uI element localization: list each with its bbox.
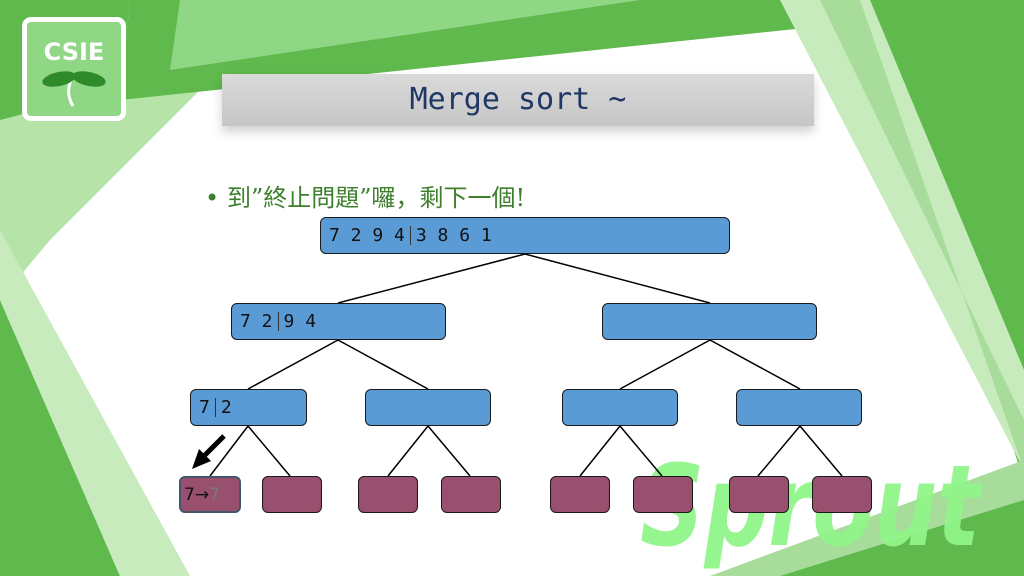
tree-leaf xyxy=(262,476,322,513)
sprout-icon xyxy=(42,71,106,107)
bullet-dot-icon: • xyxy=(205,184,220,212)
node-left-part: 7 xyxy=(199,397,210,418)
node-divider xyxy=(214,398,216,417)
bullet-text: 到”終止問題”囉，剩下一個! xyxy=(227,184,526,212)
tree-node-root: 7 2 9 4 3 8 6 1 xyxy=(320,217,730,254)
node-divider xyxy=(409,226,411,245)
title-bar: Merge sort ~ xyxy=(222,74,814,126)
bullet-point: •到”終止問題”囉，剩下一個! xyxy=(205,178,525,213)
tree-leaf xyxy=(441,476,501,513)
node-right-part: 3 8 6 1 xyxy=(415,225,492,246)
bg-top-light xyxy=(170,0,640,70)
slide-title: Merge sort ~ xyxy=(409,82,627,117)
bg-bottom-dark xyxy=(780,500,1024,576)
leaf-value: 7 xyxy=(184,484,195,505)
edge xyxy=(387,425,429,477)
logo-text: CSIE xyxy=(43,38,105,66)
watermark-text: Sprout xyxy=(640,442,983,572)
edge xyxy=(799,425,843,477)
tree-node-l2-4 xyxy=(736,389,862,426)
tree-node-l2-2 xyxy=(365,389,491,426)
tree-node-l1-right xyxy=(602,303,817,340)
edge xyxy=(247,339,339,390)
edge xyxy=(337,339,429,390)
tree-leaf xyxy=(729,476,789,513)
bg-right-light xyxy=(780,0,1024,470)
edge xyxy=(247,425,291,477)
edge xyxy=(619,425,663,477)
edge xyxy=(427,425,471,477)
tree-leaf xyxy=(358,476,418,513)
node-right-part: 9 4 xyxy=(283,311,317,332)
tree-leaf xyxy=(633,476,693,513)
bg-left-lower-light xyxy=(0,230,190,576)
tree-leaf-active: 7→7 xyxy=(179,476,241,513)
edge xyxy=(619,339,711,390)
tree-leaf xyxy=(550,476,610,513)
pointer-arrow-icon xyxy=(192,434,226,469)
tree-node-l2-3 xyxy=(562,389,678,426)
node-divider xyxy=(277,312,279,331)
edge xyxy=(757,425,801,477)
csie-logo: CSIE xyxy=(22,17,126,121)
edge xyxy=(337,253,526,304)
edge xyxy=(524,253,711,304)
leaf-result: 7 xyxy=(209,484,220,505)
edge xyxy=(579,425,621,477)
tree-leaf xyxy=(812,476,872,513)
node-left-part: 7 2 xyxy=(240,311,273,332)
node-right-part: 2 xyxy=(220,397,232,418)
tree-node-l1-left: 7 2 9 4 xyxy=(231,303,446,340)
edge xyxy=(709,339,801,390)
node-left-part: 7 2 9 4 xyxy=(329,225,405,246)
edge xyxy=(209,425,249,477)
arrow-right-icon: → xyxy=(194,484,210,505)
